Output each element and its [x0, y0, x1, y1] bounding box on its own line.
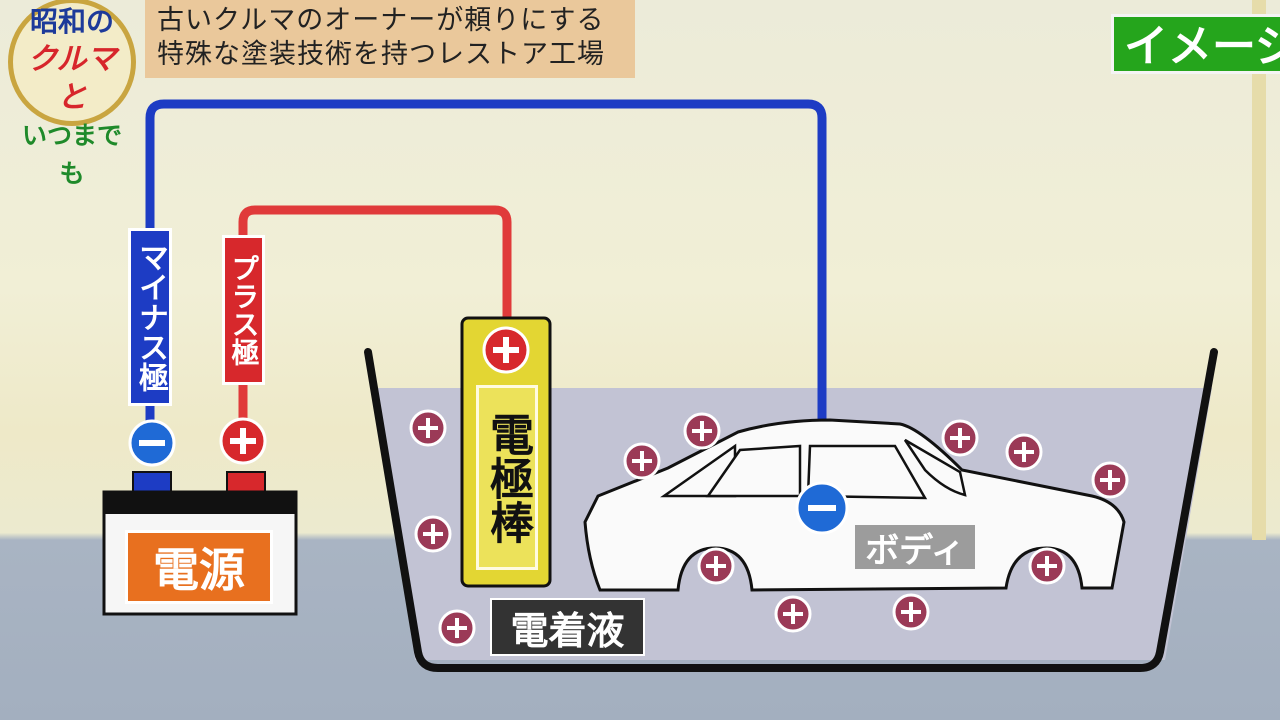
liquid-label: 電着液 [490, 598, 645, 656]
minus-terminal-label: マイナス極 [128, 228, 172, 406]
car-window-front [806, 444, 928, 500]
image-badge: イメージ [1111, 14, 1280, 74]
plus-ion-icon [438, 609, 476, 647]
tank-outline [364, 348, 1218, 672]
car-body-label: ボディ [855, 525, 975, 571]
logo-line: クルマと [27, 42, 117, 115]
positive-wire [238, 205, 512, 318]
program-logo: 昭和の クルマと いつまでも [8, 0, 136, 188]
plus-ion-icon [941, 419, 979, 457]
plus-ion-icon [623, 442, 661, 480]
plus-ion-icon [892, 593, 930, 631]
edge-stripe [1252, 0, 1266, 540]
caption-line: 特殊な塗装技術を持つレストア工場 [157, 39, 605, 70]
logo-line: 昭和の [29, 5, 114, 38]
positive-ions [409, 409, 1129, 647]
plus-ion-icon [409, 409, 447, 447]
plus-ion-icon [683, 412, 721, 450]
plus-ion-icon [414, 515, 452, 553]
caption-box: 古いクルマのオーナーが頼りにする 特殊な塗装技術を持つレストア工場 [145, 0, 635, 78]
plus-ion-icon [1028, 547, 1066, 585]
power-source-label: 電源 [125, 530, 273, 604]
plus-terminal-label: プラス極 [222, 235, 265, 385]
plus-ion-icon [1005, 433, 1043, 471]
electrode-rod-label: 電極棒 [476, 385, 538, 570]
negative-wire [145, 99, 827, 420]
plus-ion-icon [774, 595, 812, 633]
car-window-mid [705, 444, 802, 498]
plus-ion-icon [697, 547, 735, 585]
logo-line: いつまでも [21, 121, 122, 188]
caption-line: 古いクルマのオーナーが頼りにする [157, 5, 605, 36]
plus-ion-icon [1091, 461, 1129, 499]
